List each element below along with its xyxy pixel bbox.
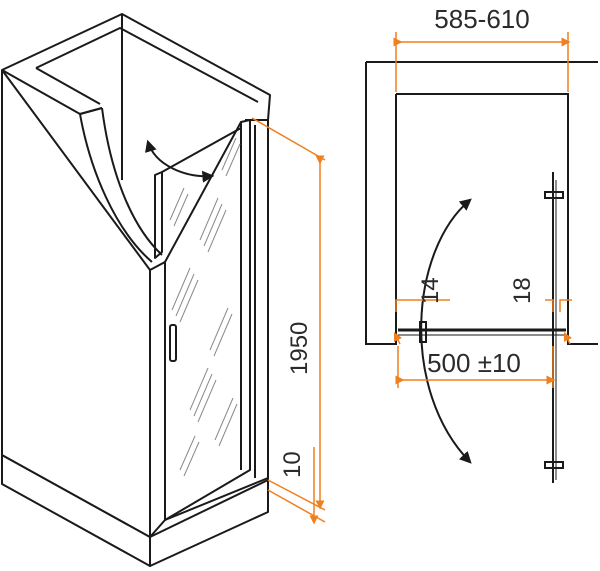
door-handle [169,324,177,362]
door-profile-left [154,171,163,259]
dim-opening-label: 585-610 [434,4,529,34]
dim-door-width-label: 500 ±10 [427,348,521,378]
double-curved-arrow-icon [145,139,215,183]
left-wall-outer [1,69,151,538]
base-plinth-right [149,479,269,567]
dim-bottom-gap-label: 10 [279,451,306,478]
plan-view [365,61,598,483]
wall-top-rim [1,13,271,121]
isometric-view [1,13,271,567]
dim-left-profile-label: 14 [417,277,444,304]
left-wall-plan [365,62,397,345]
handle-plan [419,321,427,343]
dim-height-label: 1950 [286,322,313,375]
plan-dimensions [393,32,573,388]
door-frame [149,261,166,538]
curved-wall-cutout [79,107,163,263]
dim-right-profile-label: 18 [509,277,536,304]
plan-swing-arrow-icon [420,198,472,464]
left-dimensions [251,117,326,525]
right-wall [250,119,269,480]
glass-pattern [169,137,241,477]
